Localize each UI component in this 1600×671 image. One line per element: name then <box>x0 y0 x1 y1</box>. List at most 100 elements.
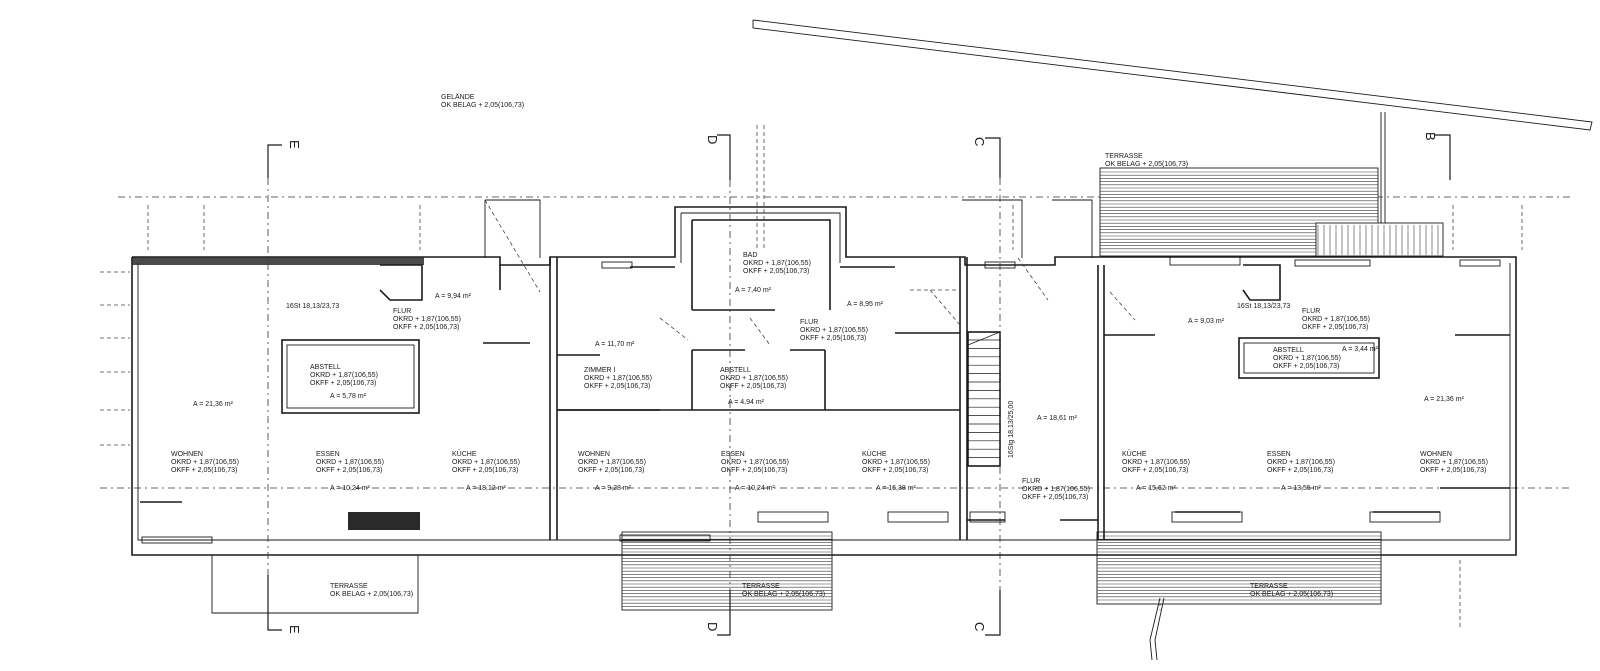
room-okff: OKFF + 2,05(106,73) <box>316 467 382 474</box>
exterior-walls <box>131 206 1517 556</box>
room-okff: OKFF + 2,05(106,73) <box>452 467 518 474</box>
room-area: A = 21,36 m² <box>193 401 234 408</box>
room-name: ESSEN <box>316 451 340 458</box>
room-okrd: OKRD + 1,87(106,55) <box>393 316 461 323</box>
room-name: FLUR <box>1302 308 1320 315</box>
room-area: A = 9,94 m² <box>435 293 472 300</box>
room-area: A = 15,62 m² <box>1136 485 1177 492</box>
axis-label-e-top: E <box>287 140 302 149</box>
terrasse-level: OK BELAG + 2,05(106,73) <box>330 591 413 598</box>
room-okff: OKFF + 2,05(106,73) <box>743 268 809 275</box>
room-area: A = 11,70 m² <box>595 341 635 348</box>
room-name: ABSTELL <box>720 367 751 374</box>
room-area: A = 18,61 m² <box>1037 415 1078 422</box>
room-area: A = 18,12 m² <box>466 485 507 492</box>
room-okrd: OKRD + 1,87(106,55) <box>1022 486 1090 493</box>
room-area: A = 8,95 m² <box>847 301 884 308</box>
room-area: A = 10,24 m² <box>330 485 371 492</box>
center-stair <box>967 331 1001 467</box>
room-area: A = 4,94 m² <box>728 399 765 406</box>
room-okff: OKFF + 2,05(106,73) <box>800 335 866 342</box>
section-markers <box>267 134 1451 636</box>
room-name: ESSEN <box>1267 451 1291 458</box>
room-okff: OKFF + 2,05(106,73) <box>393 324 459 331</box>
gelaende-label: GELÄNDE <box>441 93 475 101</box>
terrace-bottom-right-deck <box>1096 531 1382 605</box>
room-name: KÜCHE <box>452 450 477 458</box>
terrasse-label: TERRASSE <box>1105 153 1143 160</box>
room-okrd: OKRD + 1,87(106,55) <box>578 459 646 466</box>
room-okrd: OKRD + 1,87(106,55) <box>310 372 378 379</box>
room-name: ESSEN <box>721 451 745 458</box>
room-okff: OKFF + 2,05(106,73) <box>720 383 786 390</box>
windows <box>141 256 1501 544</box>
terrasse-level: OK BELAG + 2,05(106,73) <box>1250 591 1333 598</box>
room-okrd: OKRD + 1,87(106,55) <box>316 459 384 466</box>
room-area: A = 13,55 m² <box>1281 485 1322 492</box>
room-okff: OKFF + 2,05(106,73) <box>578 467 644 474</box>
terrasse-label: TERRASSE <box>1250 583 1288 590</box>
room-area: A = 3,44 m² <box>1342 346 1379 353</box>
room-okff: OKFF + 2,05(106,73) <box>1302 324 1368 331</box>
room-okrd: OKRD + 1,87(106,55) <box>1122 459 1190 466</box>
terrasse-level: OK BELAG + 2,05(106,73) <box>742 591 825 598</box>
room-area: A = 7,40 m² <box>735 287 772 294</box>
room-name: ZIMMER I <box>584 367 616 374</box>
room-okff: OKFF + 2,05(106,73) <box>1420 467 1486 474</box>
room-okrd: OKRD + 1,87(106,55) <box>452 459 520 466</box>
entrances <box>484 199 1136 346</box>
room-okrd: OKRD + 1,87(106,55) <box>1420 459 1488 466</box>
room-okrd: OKRD + 1,87(106,55) <box>1273 355 1341 362</box>
room-name: FLUR <box>800 319 818 326</box>
axis-label-d-top: D <box>705 135 720 144</box>
room-name: KÜCHE <box>862 450 887 458</box>
room-okrd: OKRD + 1,87(106,55) <box>720 375 788 382</box>
room-name: WOHNEN <box>1420 451 1452 458</box>
room-area: A = 9,03 m² <box>1188 318 1225 325</box>
room-area: A = 21,36 m² <box>1424 396 1465 403</box>
room-okff: OKFF + 2,05(106,73) <box>1022 494 1088 501</box>
axis-label-c-bottom: C <box>972 622 987 631</box>
terrasse-level: OK BELAG + 2,05(106,73) <box>1105 161 1188 168</box>
room-name: WOHNEN <box>171 451 203 458</box>
axis-label-c-top: C <box>972 137 987 146</box>
room-name: WOHNEN <box>578 451 610 458</box>
room-okrd: OKRD + 1,87(106,55) <box>862 459 930 466</box>
room-okff: OKFF + 2,05(106,73) <box>584 383 650 390</box>
room-okrd: OKRD + 1,87(106,55) <box>721 459 789 466</box>
interior-walls <box>140 219 1510 521</box>
room-okrd: OKRD + 1,87(106,55) <box>171 459 239 466</box>
axis-label-d-bottom: D <box>705 622 720 631</box>
room-okrd: OKRD + 1,87(106,55) <box>1302 316 1370 323</box>
room-okrd: OKRD + 1,87(106,55) <box>1267 459 1335 466</box>
room-okff: OKFF + 2,05(106,73) <box>862 467 928 474</box>
terrace-bottom-middle-deck <box>621 531 833 611</box>
stair-label: 16St 18,13/23,73 <box>286 303 339 310</box>
room-name: ABSTELL <box>1273 347 1304 354</box>
terrace-top-right-deck <box>1099 167 1444 257</box>
room-okff: OKFF + 2,05(106,73) <box>1267 467 1333 474</box>
room-area: A = 9,28 m² <box>595 485 632 492</box>
room-name: FLUR <box>393 308 411 315</box>
room-area: A = 16,38 m² <box>876 485 917 492</box>
stair-label: 16Stg 18,13/25,00 <box>1008 401 1015 458</box>
room-okff: OKFF + 2,05(106,73) <box>1273 363 1339 370</box>
terrasse-label: TERRASSE <box>742 583 780 590</box>
room-area: A = 5,78 m² <box>330 393 367 400</box>
room-okrd: OKRD + 1,87(106,55) <box>743 260 811 267</box>
room-okff: OKFF + 2,05(106,73) <box>1122 467 1188 474</box>
room-name: BAD <box>743 252 757 259</box>
terrace-steps-bottom-right <box>1149 597 1165 661</box>
roof-outline <box>752 19 1593 230</box>
room-okff: OKFF + 2,05(106,73) <box>721 467 787 474</box>
unit-party-walls <box>549 257 1105 540</box>
room-okff: OKFF + 2,05(106,73) <box>310 380 376 387</box>
room-name: FLUR <box>1022 478 1040 485</box>
room-okff: OKFF + 2,05(106,73) <box>171 467 237 474</box>
stair-label: 16St 18,13/23,73 <box>1237 303 1290 310</box>
terrasse-label: TERRASSE <box>330 583 368 590</box>
room-name: ABSTELL <box>310 364 341 371</box>
terrace-bottom-left-outline <box>211 555 419 614</box>
gelaende-level: OK BELAG + 2,05(106,73) <box>441 102 524 109</box>
